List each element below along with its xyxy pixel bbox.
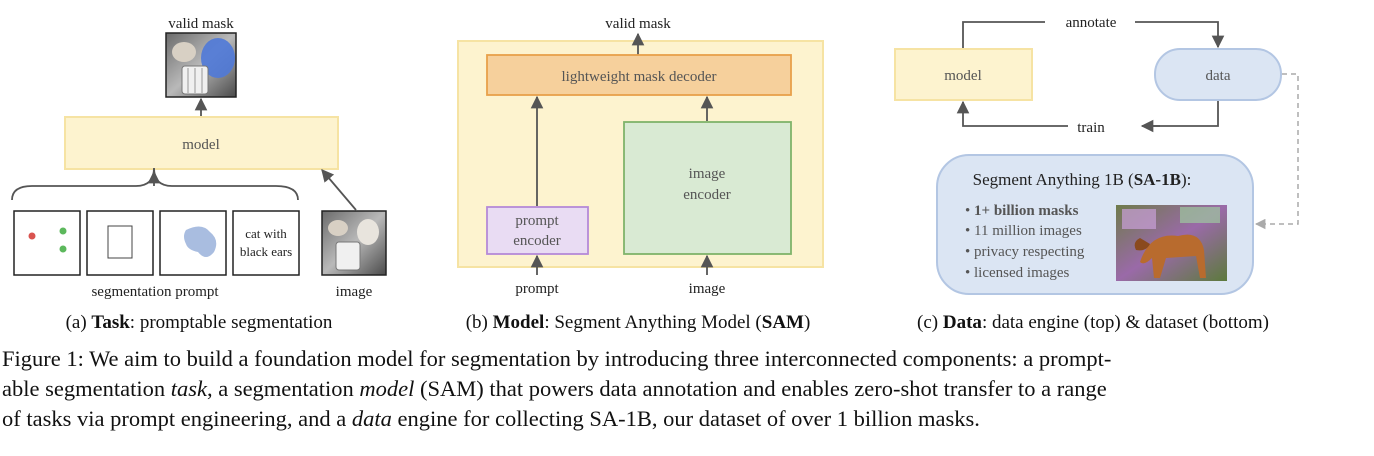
dataset-bullets: • 1+ billion masks • 11 million images •…	[965, 203, 1085, 281]
image-encoder-line2: encoder	[683, 187, 730, 203]
figure-caption-line-2: able segmentation task, a segmentation m…	[2, 376, 1107, 401]
valid-mask-image	[165, 32, 237, 98]
annotate-arrow	[962, 21, 1218, 48]
bullet-4: • licensed images	[965, 265, 1070, 281]
mask-decoder-box	[486, 54, 792, 96]
data-to-dataset-dashed-arrow	[1254, 73, 1299, 230]
panel-c: model data annotate train Segment Anythi…	[894, 15, 1299, 333]
panel-a-valid-mask-label: valid mask	[168, 16, 234, 32]
sa1b-sample-image	[1116, 205, 1227, 281]
image-encoder-line1: image	[689, 166, 726, 182]
input-image-a	[321, 210, 387, 276]
mask-prompt-box	[159, 210, 227, 276]
panel-a-image-label: image	[336, 284, 373, 300]
segmentation-prompt-label: segmentation prompt	[91, 284, 219, 300]
engine-model-label: model	[944, 68, 982, 84]
bullet-3: • privacy respecting	[965, 244, 1085, 260]
panel-b-image-label: image	[689, 281, 726, 297]
point-prompt-box	[13, 210, 81, 276]
prompt-encoder-line1: prompt	[515, 213, 559, 229]
panel-b: valid mask lightweight mask decoder imag…	[457, 16, 824, 333]
figure-caption-line-3: of tasks via prompt engineering, and a d…	[2, 406, 980, 431]
image-to-model-arrow	[321, 169, 357, 211]
text-prompt-box: cat with black ears	[232, 210, 300, 276]
engine-data-label: data	[1206, 68, 1231, 84]
bullet-1: • 1+ billion masks	[965, 203, 1079, 219]
figure-caption-line-1: Figure 1: We aim to build a foundation m…	[2, 346, 1112, 371]
image-encoder-box	[623, 121, 792, 255]
task-model-label: model	[182, 137, 220, 153]
prompt-encoder-box	[486, 206, 589, 255]
train-arrow	[963, 101, 1219, 127]
subcaption-a: (a) Task: promptable segmentation	[66, 312, 333, 333]
panel-b-prompt-label: prompt	[515, 281, 559, 297]
dataset-title: Segment Anything 1B (SA-1B):	[973, 170, 1192, 189]
train-label: train	[1077, 120, 1105, 136]
panel-a: valid mask model	[11, 16, 387, 333]
annotate-label: annotate	[1066, 15, 1117, 31]
mask-decoder-label: lightweight mask decoder	[562, 69, 717, 85]
panel-b-valid-mask-label: valid mask	[605, 16, 671, 32]
bullet-2: • 11 million images	[965, 223, 1082, 239]
box-prompt-box	[86, 210, 154, 276]
prompt-brace	[11, 167, 299, 201]
text-prompt-line1: cat with	[245, 226, 287, 241]
subcaption-b: (b) Model: Segment Anything Model (SAM)	[466, 312, 811, 333]
task-model-box	[64, 116, 339, 170]
text-prompt-line2: black ears	[240, 244, 292, 259]
subcaption-c: (c) Data: data engine (top) & dataset (b…	[917, 312, 1269, 333]
prompt-encoder-line2: encoder	[513, 233, 560, 249]
